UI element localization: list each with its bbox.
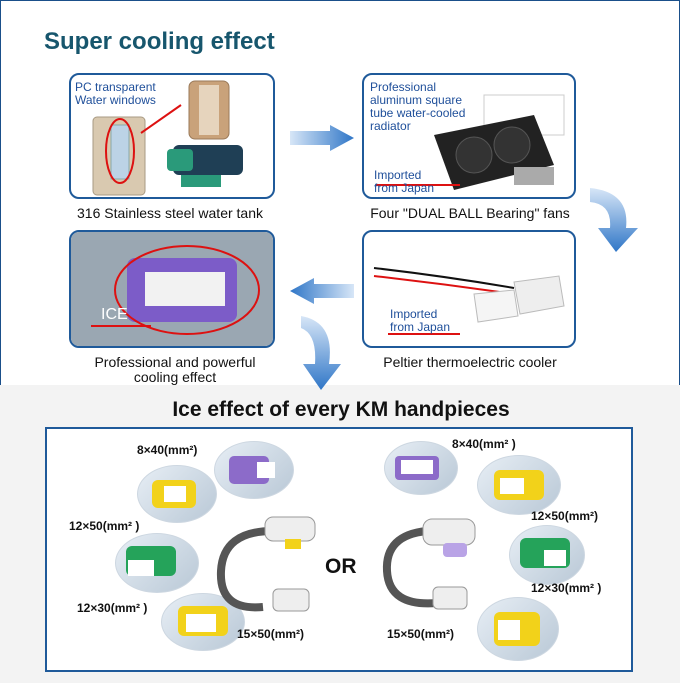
left-size-label-1: 8×40(mm²) bbox=[137, 443, 198, 457]
peltier-imported-line2: from Japan bbox=[390, 320, 451, 334]
handpiece-oval bbox=[214, 441, 294, 499]
handpiece-oval bbox=[137, 465, 217, 523]
tank-label-line1: PC transparent bbox=[75, 80, 156, 94]
tank-caption: 316 Stainless steel water tank bbox=[77, 205, 263, 221]
tank-illustration bbox=[92, 80, 243, 196]
handpiece-oval bbox=[115, 533, 199, 593]
ice-illustration bbox=[71, 232, 273, 346]
handpieces-title: Ice effect of every KM handpieces bbox=[172, 398, 510, 421]
peltier-imported-line1: Imported bbox=[390, 307, 438, 321]
fans-imported-line2: from Japan bbox=[374, 181, 435, 195]
handpieces-box: OR 8×40(mm²) 12×50(mm² ) 12×30(mm² ) 15×… bbox=[45, 427, 633, 672]
arrow-left-icon bbox=[290, 278, 354, 304]
handpiece-oval bbox=[477, 455, 561, 515]
fans-label-line4: radiator bbox=[370, 119, 411, 133]
or-label: OR bbox=[325, 555, 357, 578]
tank-panel: PC transparent Water windows bbox=[69, 73, 275, 199]
handpiece-device-right-icon bbox=[382, 518, 476, 610]
ice-caption-line2: cooling effect bbox=[133, 369, 217, 385]
radiator-illustration bbox=[376, 94, 565, 190]
left-size-label-3: 12×30(mm² ) bbox=[77, 601, 148, 615]
handpiece-oval bbox=[161, 593, 245, 651]
ice-panel: ICE bbox=[69, 230, 275, 348]
arrow-right-icon bbox=[290, 125, 354, 151]
handpiece-oval bbox=[477, 597, 559, 661]
peltier-panel: Imported from Japan bbox=[362, 230, 576, 348]
right-size-label-1: 8×40(mm² ) bbox=[452, 437, 516, 451]
ice-label: ICE bbox=[101, 306, 128, 323]
handpiece-device-left-icon bbox=[216, 516, 316, 612]
peltier-caption: Peltier thermoelectric cooler bbox=[383, 354, 557, 370]
right-size-label-2: 12×50(mm²) bbox=[531, 509, 599, 523]
peltier-illustration bbox=[373, 267, 565, 335]
fans-label-line1: Professional bbox=[370, 80, 437, 94]
left-size-label-4: 15×50(mm²) bbox=[237, 627, 305, 641]
fans-panel: Professional aluminum square tube water-… bbox=[362, 73, 576, 199]
fans-caption: Four "DUAL BALL Bearing" fans bbox=[370, 205, 570, 221]
right-size-label-4: 15×50(mm²) bbox=[387, 627, 455, 641]
right-size-label-3: 12×30(mm² ) bbox=[531, 581, 602, 595]
left-size-label-2: 12×50(mm² ) bbox=[69, 519, 140, 533]
fans-label-line2: aluminum square bbox=[370, 93, 463, 107]
fans-imported-line1: Imported bbox=[374, 168, 422, 182]
curved-arrow-down-icon bbox=[590, 188, 638, 252]
fans-label-line3: tube water-cooled bbox=[370, 106, 466, 120]
page-title: Super cooling effect bbox=[44, 28, 275, 55]
tank-label-line2: Water windows bbox=[75, 93, 156, 107]
curved-arrow-down-left-icon bbox=[301, 316, 341, 390]
ice-caption-line1: Professional and powerful bbox=[94, 354, 256, 370]
handpiece-oval bbox=[509, 525, 585, 585]
handpiece-oval bbox=[384, 441, 458, 495]
